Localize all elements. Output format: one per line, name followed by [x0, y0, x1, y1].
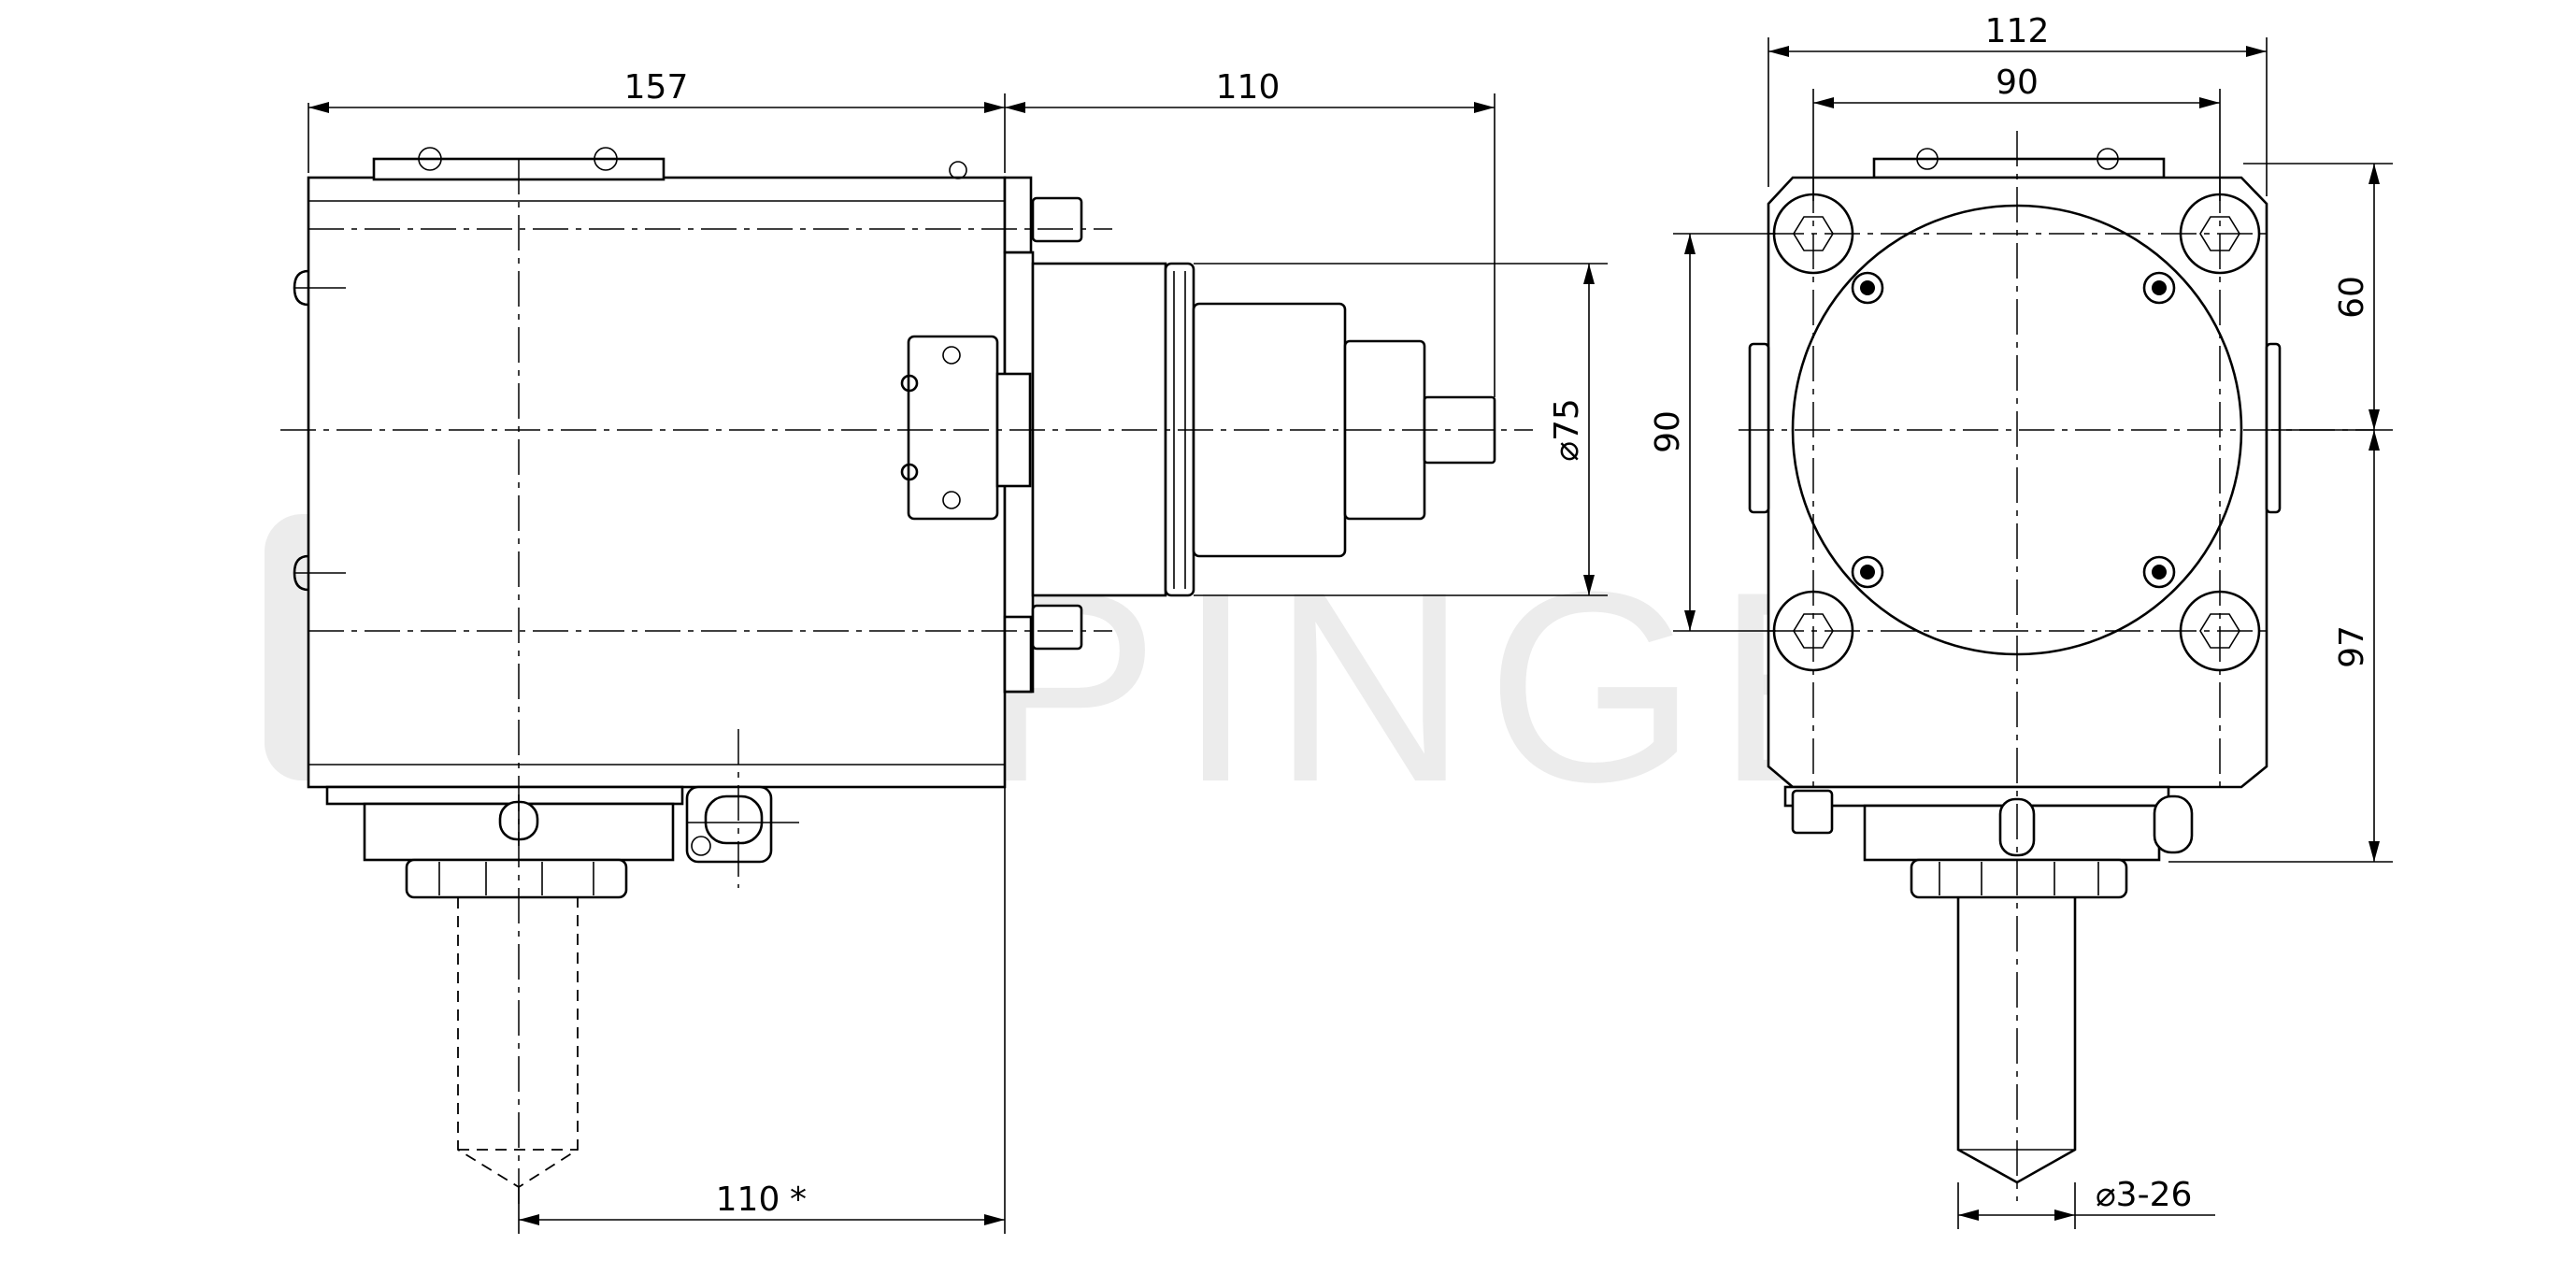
dim-110-bottom-label: 110: [716, 1181, 780, 1219]
side-collet-nut: [405, 858, 628, 899]
front-view: [1739, 131, 2374, 1201]
side-body: [307, 176, 1007, 789]
front-dimensions: 112 90 90 60 97 ⌀3-26: [1649, 12, 2393, 1229]
dim-110-top-label: 110: [1216, 68, 1281, 107]
front-tool-outline: [1956, 897, 2077, 1184]
front-collet-nut: [1910, 858, 2128, 899]
dim-112-label: 112: [1985, 12, 2050, 50]
dim-157-label: 157: [624, 68, 689, 107]
dim-90-left-label: 90: [1649, 410, 1687, 453]
dim-60-label: 60: [2333, 276, 2371, 319]
dim-110-bottom-mark: *: [790, 1181, 807, 1219]
side-tool-outline: [457, 897, 579, 1189]
dim-collet-range-label: ⌀3-26: [2096, 1176, 2192, 1214]
dim-97-label: 97: [2333, 625, 2371, 668]
dim-90-top-label: 90: [1996, 64, 2039, 102]
dim-dia75-label: ⌀75: [1548, 398, 1586, 461]
side-dimensions: 157 110 ⌀75 110 *: [308, 68, 1608, 1234]
side-view: [280, 147, 1533, 1206]
